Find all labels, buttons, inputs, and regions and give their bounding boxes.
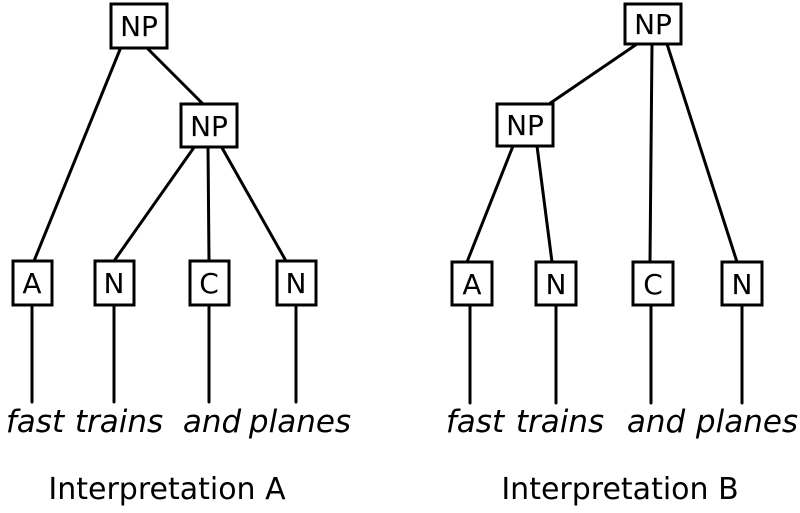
edge-subnp-to-n2 <box>219 144 288 263</box>
word-and: and <box>627 404 686 440</box>
node-label-n2: N <box>286 267 307 300</box>
tree-interpretation-a: NP NP A N C N fast trains and planes Int… <box>6 2 351 507</box>
node-box-a <box>450 260 494 307</box>
node-box-sub-np <box>495 102 555 148</box>
word-planes: planes <box>695 404 798 440</box>
word-planes: planes <box>248 404 351 440</box>
node-box-n2 <box>275 259 318 307</box>
node-box-n1 <box>93 259 136 307</box>
node-label-n2: N <box>732 268 753 301</box>
node-label-sub-np: NP <box>506 109 544 142</box>
node-box-n1 <box>534 260 578 307</box>
node-box-root-np <box>623 2 683 46</box>
edge-subnp-to-c <box>206 144 211 263</box>
node-box-root-np <box>109 2 169 50</box>
tree-interpretation-b: NP NP A N C N fast trains and planes Int… <box>446 2 798 507</box>
node-box-sub-np <box>179 102 239 149</box>
node-label-sub-np: NP <box>190 110 228 143</box>
node-label-root-np: NP <box>634 8 672 41</box>
caption-interpretation-b: Interpretation B <box>501 472 738 507</box>
edge-rootnp-to-a <box>32 45 123 263</box>
node-label-c: C <box>199 267 219 300</box>
node-label-a: A <box>22 267 41 300</box>
node-label-n1: N <box>104 267 125 300</box>
node-box-c <box>188 259 231 307</box>
node-box-a <box>11 259 54 307</box>
edge-subnp-to-a <box>465 144 515 264</box>
node-box-n2 <box>720 260 764 307</box>
word-fast: fast <box>6 404 66 440</box>
word-trains: trains <box>75 404 163 440</box>
caption-interpretation-a: Interpretation A <box>48 472 286 507</box>
edge-subnp-to-n1 <box>535 144 554 264</box>
word-and: and <box>183 404 242 440</box>
node-label-root-np: NP <box>120 10 158 43</box>
edge-rootnp-to-subnp <box>547 42 639 106</box>
node-label-a: A <box>462 268 481 301</box>
edge-subnp-to-n1 <box>112 144 197 263</box>
node-label-n1: N <box>546 268 567 301</box>
node-label-c: C <box>643 268 663 301</box>
word-fast: fast <box>446 404 506 440</box>
edge-rootnp-to-subnp <box>144 45 206 107</box>
edge-rootnp-to-n2 <box>665 42 739 264</box>
word-trains: trains <box>516 404 604 440</box>
edge-rootnp-to-c <box>648 42 654 264</box>
node-box-c <box>631 260 675 307</box>
